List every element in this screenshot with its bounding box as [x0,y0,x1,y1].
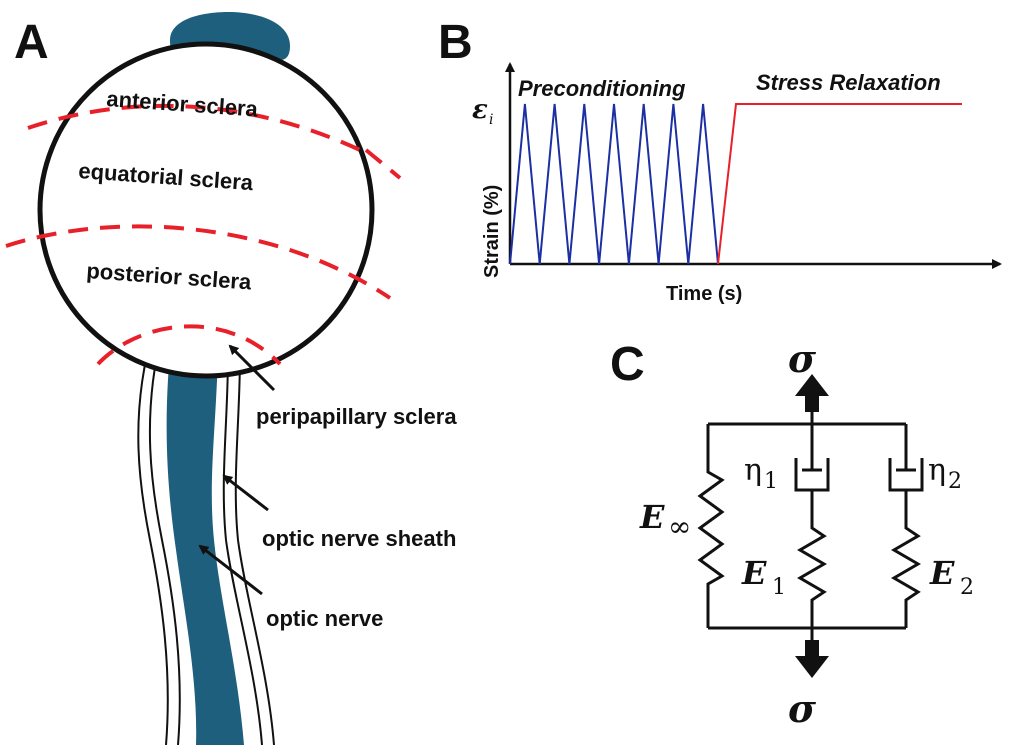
eye-globe [37,41,375,379]
label-optic-nerve-sheath: optic nerve sheath [262,526,456,551]
spring-e1 [797,490,827,628]
panel-b-label: B [438,16,473,69]
label-preconditioning: Preconditioning [518,76,686,101]
optic-nerve-sheath-left [137,349,169,745]
label-optic-nerve: optic nerve [266,606,383,631]
label-e2-sub: 2 [960,575,974,600]
arrow-down-icon [795,640,829,678]
stress-symbol-bottom: σ [788,686,817,731]
preconditioning-curve [509,103,719,265]
optic-nerve-sheath-right-inner [222,354,263,745]
arrow-up-icon [795,374,829,412]
panel-b: B Preconditioning Stress Relaxation Stra… [438,16,1002,305]
panel-a: A anterior sclera equatorial sclera post… [5,12,457,745]
region-line-anterior-right [364,148,402,180]
region-line-equatorial [5,224,392,300]
stress-relaxation-curve [717,103,962,265]
arrow-peripapillary [228,344,276,392]
region-line-peripapillary [96,324,282,366]
label-e1-sub: 1 [772,575,786,600]
panel-c: C σ E ∞ E 1 E 2 η 1 η 2 σ [610,336,974,731]
x-axis-label: Time (s) [666,283,742,305]
label-stress-relaxation: Stress Relaxation [756,70,941,95]
spring-e-infinity [697,424,725,628]
spring-e2 [891,490,921,628]
label-e-infinity: E [639,498,665,536]
panel-c-label: C [610,338,645,391]
label-e2: E [929,554,955,592]
label-eta1: η [744,453,762,488]
region-line-anterior [27,103,361,152]
arrow-sheath [222,474,269,512]
optic-nerve-sheath-right [234,354,275,745]
label-e-infinity-sub: ∞ [668,510,691,543]
label-peripapillary-sclera: peripapillary sclera [256,404,457,429]
y-axis-label: Strain (%) [481,185,503,278]
stress-symbol-top: σ [788,336,817,381]
label-eta2-sub: 2 [948,469,962,494]
strain-symbol: ε [472,95,488,125]
arrow-nerve [198,544,263,596]
label-eta2: η [928,453,946,488]
strain-symbol-subscript: i [489,112,493,128]
label-eta1-sub: 1 [764,469,778,494]
optic-nerve-sheath-left-inner [148,349,181,745]
label-e1: E [741,554,767,592]
panel-a-label: A [14,16,49,69]
